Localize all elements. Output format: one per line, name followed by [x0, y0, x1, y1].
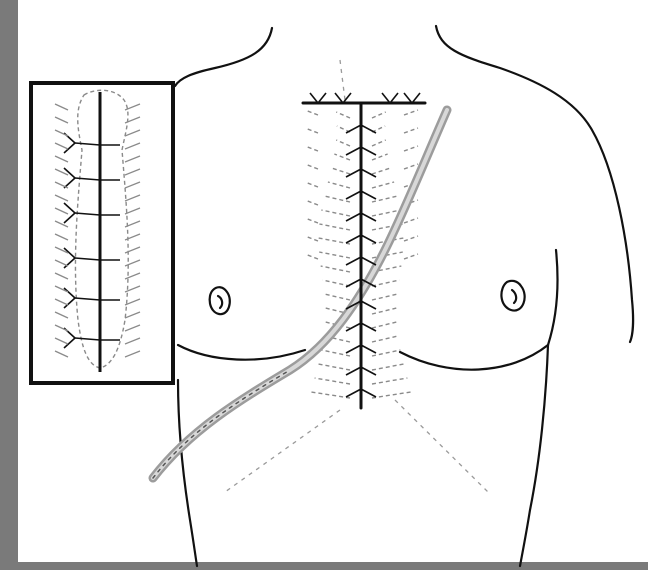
right-nipple — [501, 281, 524, 311]
faint-branch-left — [336, 112, 350, 118]
faint-branch-outer-left — [305, 146, 318, 151]
faint-branch-left — [311, 392, 350, 398]
faint-branch-left — [319, 252, 350, 258]
trunk-branch-right — [361, 125, 376, 133]
trunk-branch-left — [346, 345, 361, 353]
inset-frame — [31, 83, 173, 383]
faint-branch-outer-right — [404, 110, 418, 115]
faint-branch-right — [372, 294, 398, 300]
faint-branch-outer-right — [404, 236, 418, 241]
left-nipple-inner — [218, 296, 222, 308]
trunk-branch-left — [346, 367, 361, 375]
faint-branch-outer-left — [305, 182, 318, 187]
right-breast-upper — [548, 250, 558, 345]
faint-branch-left — [318, 364, 350, 370]
right-nipple-inner — [512, 290, 516, 303]
left-chest-contour — [178, 345, 305, 360]
faint-branch-right — [372, 336, 398, 342]
trunk-branch-left — [346, 213, 361, 221]
torso-outline — [175, 26, 633, 566]
faint-branch-right — [372, 280, 399, 286]
trunk-branch-left — [346, 235, 361, 243]
faint-branch-outer-left — [305, 254, 318, 259]
faint-branch-left — [321, 266, 350, 272]
faint-branch-right — [372, 392, 411, 398]
faint-branch-outer-right — [404, 218, 418, 223]
faint-branch-right — [372, 378, 407, 384]
lower-dashed-lines — [225, 60, 488, 492]
faint-branch-outer-left — [305, 110, 318, 115]
faint-branch-right — [372, 350, 400, 356]
trunk-branch-right — [361, 367, 376, 375]
trunk-branch-right — [361, 301, 376, 309]
trunk-branch-right — [361, 345, 376, 353]
faint-branch-left — [319, 238, 350, 244]
faint-branch-outer-right — [404, 146, 418, 151]
trunk-branch-left — [346, 191, 361, 199]
faint-branch-outer-left — [305, 218, 318, 223]
faint-branch-right — [372, 140, 386, 146]
faint-branch-right — [372, 364, 404, 370]
faint-branch-left — [319, 224, 350, 230]
faint-branch-outer-right — [404, 128, 418, 133]
faint-branch-outer-left — [305, 200, 318, 205]
drain-tube — [153, 110, 447, 478]
faint-branch-left — [324, 294, 350, 300]
trunk-branch-right — [361, 213, 376, 221]
right-side-line — [520, 345, 548, 566]
faint-branch-outer-right — [404, 254, 418, 259]
faint-branch-outer-left — [305, 164, 318, 169]
trunk-branch-right — [361, 191, 376, 199]
faint-branch-left — [315, 378, 350, 384]
faint-branch-left — [321, 210, 350, 216]
faint-branch-left — [322, 350, 350, 356]
neck-left-line — [175, 28, 272, 86]
faint-branch-right — [372, 112, 386, 118]
left-side-line — [178, 380, 197, 566]
trunk-branch-right — [361, 147, 376, 155]
faint-branch-right — [372, 322, 397, 328]
faint-branch-outer-left — [305, 128, 318, 133]
faint-branch-left — [323, 280, 350, 286]
faint-branch-right — [372, 210, 401, 216]
inset-panel — [31, 83, 173, 383]
trunk-branch-left — [346, 125, 361, 133]
trunk-branch-left — [346, 279, 361, 287]
neck-right-line — [436, 26, 633, 342]
trunk-branch-right — [361, 235, 376, 243]
faint-branch-right — [372, 168, 391, 174]
faint-branch-outer-left — [305, 236, 318, 241]
trunk-branch-right — [361, 389, 376, 397]
faint-branch-right — [372, 182, 394, 188]
trunk-branch-left — [346, 389, 361, 397]
faint-branch-outer-right — [404, 164, 418, 169]
right-chest-contour — [400, 345, 548, 370]
left-nipple — [210, 287, 230, 314]
faint-branch-left — [328, 182, 350, 188]
faint-branch-left — [336, 140, 350, 146]
faint-branch-left — [331, 168, 350, 174]
trunk-branch-left — [346, 147, 361, 155]
